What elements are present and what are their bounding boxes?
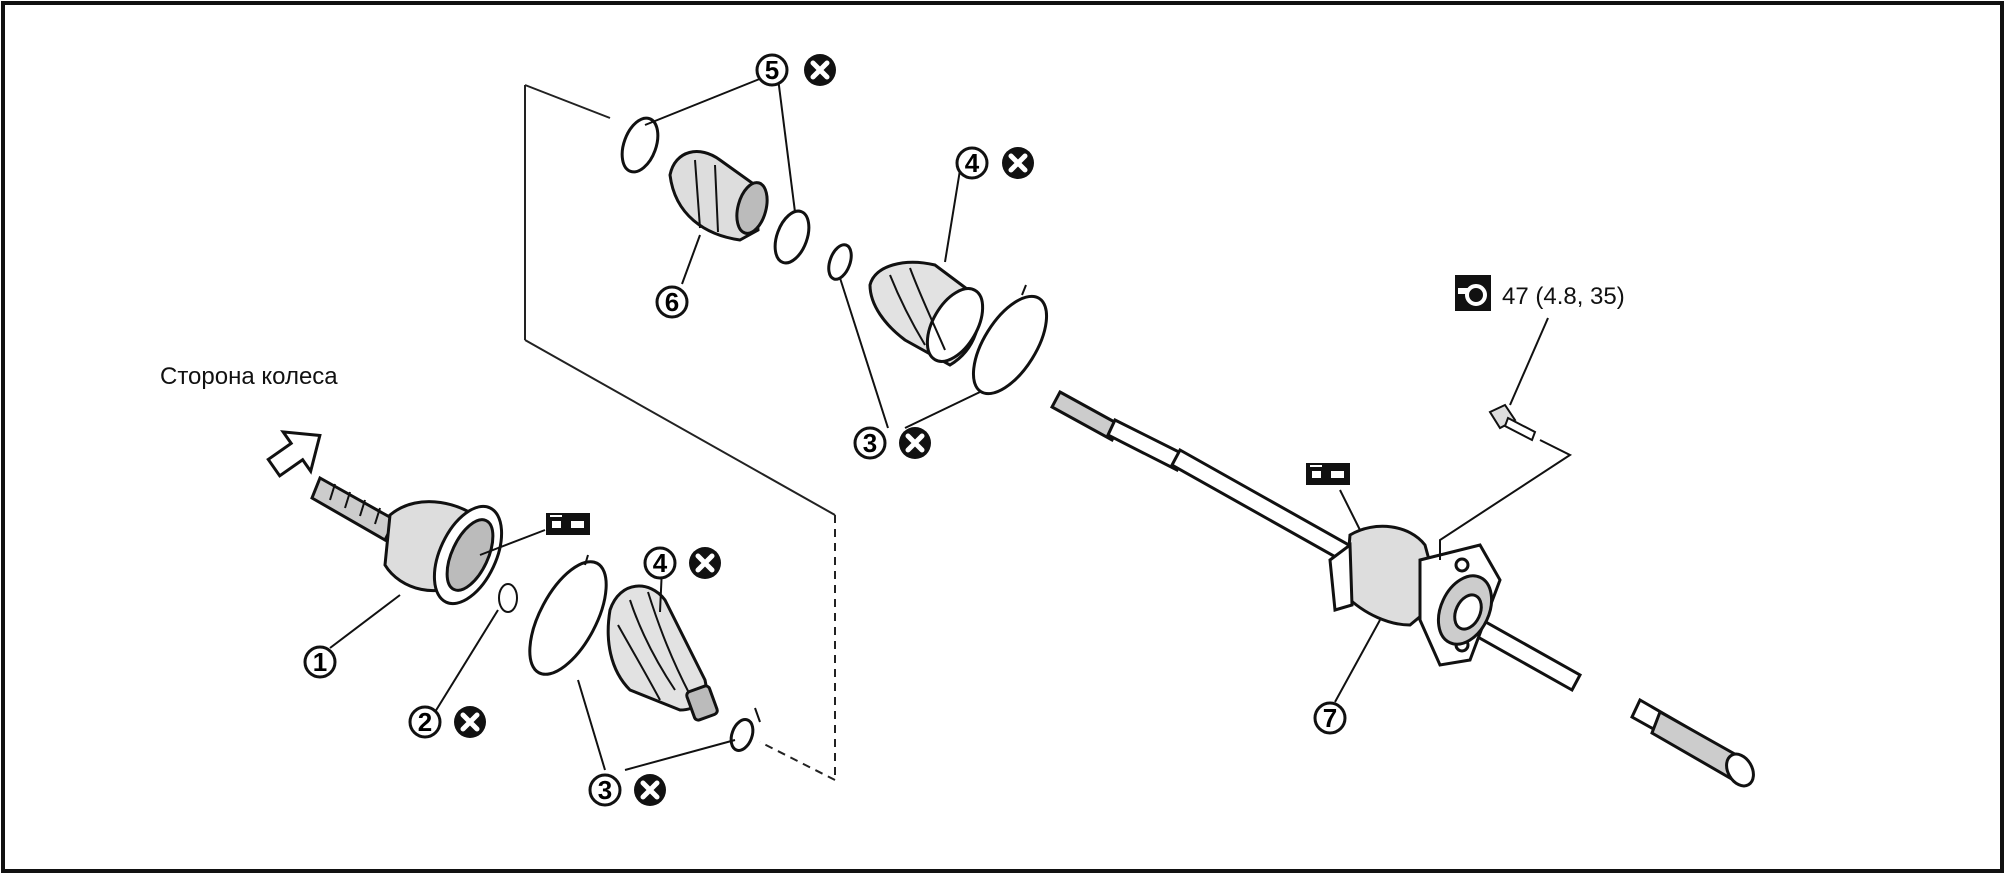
svg-text:7: 7 [1323,703,1337,733]
upper-boot [868,260,985,367]
exploded-view-frame [524,84,836,781]
svg-text:4: 4 [653,548,668,578]
callout-1: 1 [303,645,337,679]
upper-boot-band-3a [827,243,853,281]
x-circle-icon [634,774,666,806]
svg-text:3: 3 [598,775,612,805]
callout-5: 5 [755,53,789,87]
svg-text:1: 1 [313,647,327,677]
callout-7: 7 [1313,701,1347,735]
callout-6: 6 [655,285,689,319]
callout-4-upper: 4 [955,146,989,180]
wheel-side-label: Сторона колеса [160,363,338,390]
torque-wrench-icon [1455,275,1491,311]
svg-text:4: 4 [965,148,980,178]
grease-gun-icon [545,512,591,536]
x-circle-icon [1002,147,1034,179]
x-circle-icon [899,427,931,459]
svg-text:2: 2 [418,707,432,737]
mounting-bolt [1488,403,1537,442]
x-circle-icon [454,706,486,738]
direction-arrow-icon [266,430,322,478]
callout-4-lower: 4 [643,546,677,580]
torque-spec: 47 (4.8, 35) [1502,283,1625,310]
support-bearing-bracket [1328,524,1502,667]
svg-text:3: 3 [863,428,877,458]
x-circle-icon [804,54,836,86]
svg-text:6: 6 [665,287,679,317]
leader-line [479,529,546,556]
x-circle-icon [689,547,721,579]
grease-gun-icon [1305,462,1351,486]
upper-boot-band-3b [971,284,1049,396]
dynamic-damper [668,150,769,242]
lower-boot [606,584,719,722]
leader-line [1339,489,1361,531]
leader-line [1439,439,1573,560]
callout-2: 2 [408,705,442,739]
upper-boot-band-5b [773,209,811,265]
callout-3-lower: 3 [588,773,622,807]
lower-boot-band-large [528,554,608,676]
outer-cv-joint [310,475,504,606]
lower-boot-band-small [729,707,761,752]
leader-lines [329,77,1381,771]
circlip [498,583,518,613]
leader-line [1509,317,1549,406]
svg-text:5: 5 [765,55,779,85]
upper-boot-band-5a [620,116,660,174]
callout-3-upper: 3 [853,426,887,460]
